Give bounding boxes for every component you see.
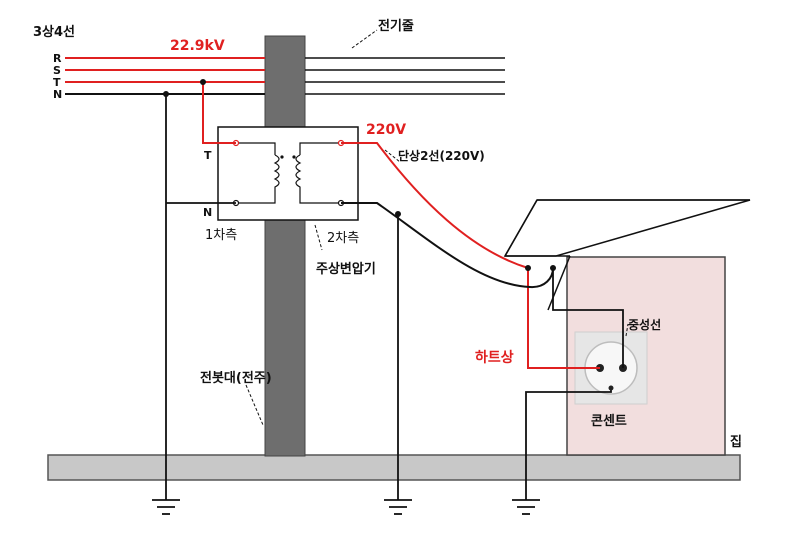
leader-pole [245,384,264,426]
label-outlet: 콘센트 [591,413,627,429]
primary-winding [236,142,280,204]
core-dot-right [292,155,296,159]
leader-secondary-side [314,224,323,251]
label-single-phase: 단상2선(220V) [398,148,485,163]
label-secondary-side: 2차측 [327,231,359,246]
label-pole: 전봇대(전주) [200,370,272,386]
secondary-neutral-wire [341,202,554,289]
label-primary-voltage: 22.9kV [170,38,225,54]
ground-symbol-left [152,499,180,515]
label-hot-phase: 하트상 [475,349,514,366]
label-primary-side: 1차측 [205,228,237,243]
outlet-ground-pin [608,385,614,391]
label-power-line: 전기줄 [378,18,414,34]
phase-label-r: R [53,52,62,65]
neutral-to-outlet [552,268,624,368]
phase-label-t: T [53,76,61,89]
label-transformer-n: N [203,206,212,219]
house-roof [503,199,751,257]
secondary-winding [295,142,341,204]
label-pole-transformer: 주상변압기 [316,262,376,277]
phase-label-n: N [53,88,62,101]
label-neutral: 중성선 [628,317,661,332]
pole-transformer [217,126,359,221]
ground-symbol-right [512,499,540,515]
core-dot-left [280,155,284,159]
title-three-phase: 3상4선 [33,24,75,40]
utility-pole [264,35,306,457]
t-phase-drop [202,82,236,144]
leader-single-phase [384,149,401,163]
roof-left-edge [504,199,538,257]
label-secondary-voltage: 220V [366,122,406,138]
ground-symbol-middle [384,499,412,515]
t-tap-dot [200,79,206,85]
label-transformer-t: T [204,149,212,162]
secondary-hot-wire [341,142,600,369]
phase-label-s: S [53,64,61,77]
n-tap-dot [163,91,169,97]
ground-strip [47,454,741,481]
hot-dot-house [525,265,531,271]
label-house: 집 [730,435,742,450]
roof-eave [547,255,571,311]
leader-neutral [625,323,629,337]
leader-power-line [351,29,378,49]
